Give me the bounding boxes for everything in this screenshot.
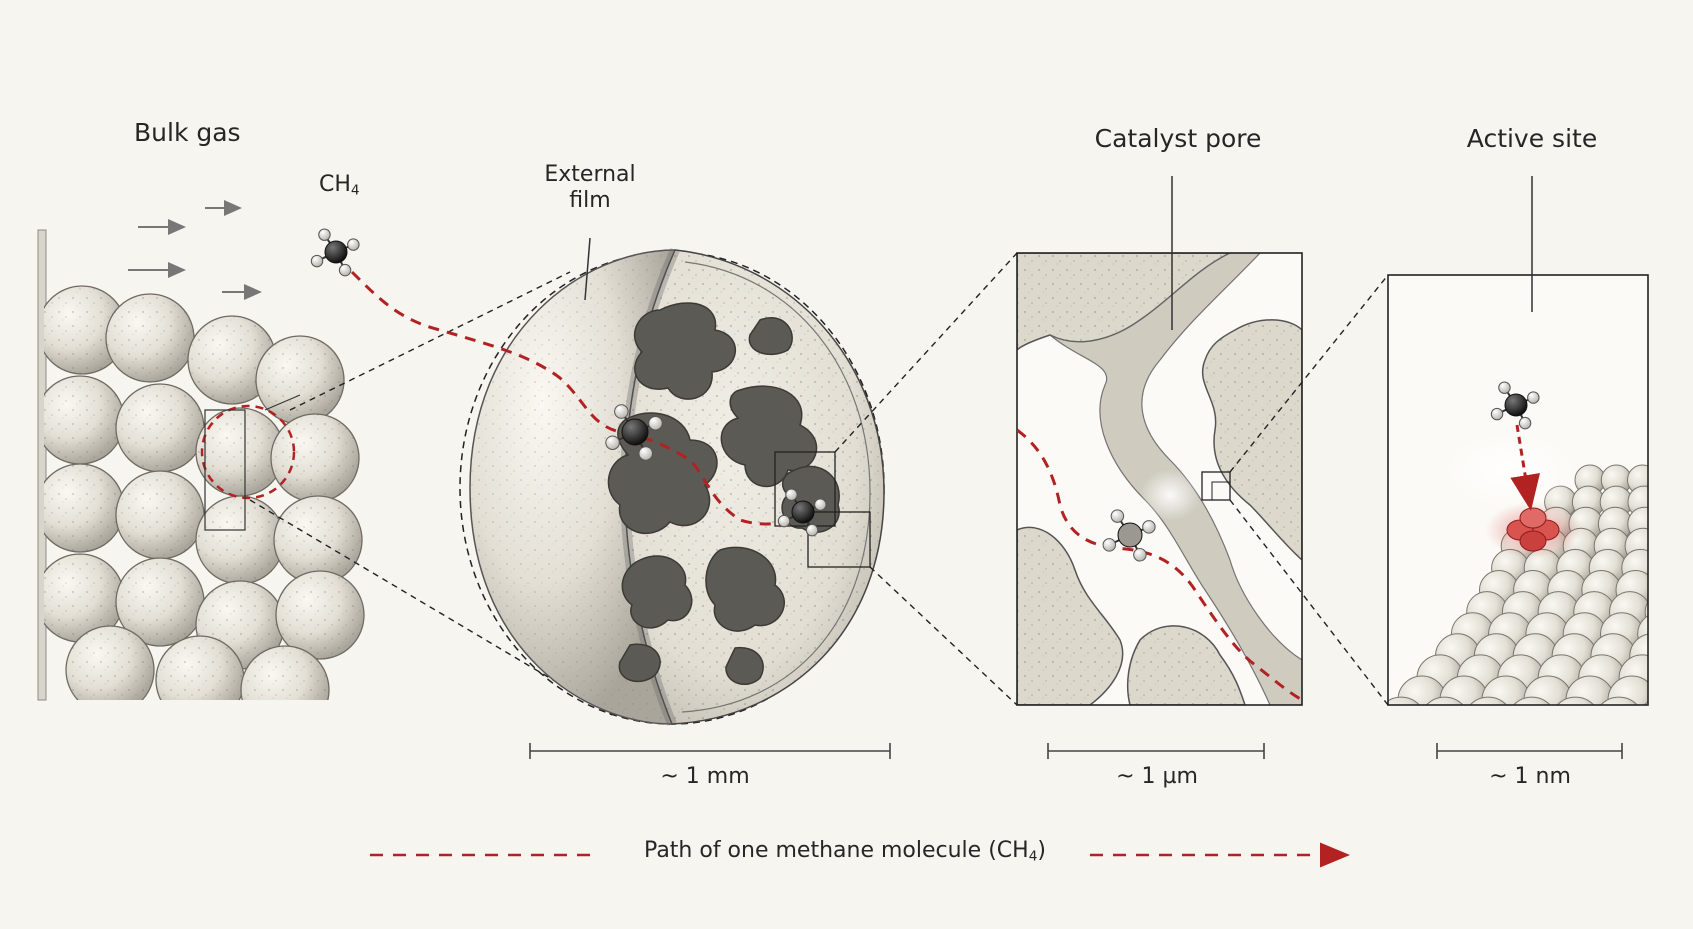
flow-arrows (128, 200, 262, 300)
methane-molecule-icon (1102, 509, 1156, 562)
legend-text-subscript: 4 (1028, 848, 1038, 865)
surface-atom (1600, 696, 1638, 705)
label-active-site: Active site (1466, 124, 1598, 153)
ch4-subscript: 4 (350, 182, 360, 199)
methane-path-site (1510, 424, 1540, 511)
catalyst-bed-spheres (44, 285, 365, 700)
surface-atom (1388, 696, 1421, 705)
surface-atom (1376, 739, 1429, 792)
surface-atom (1650, 676, 1693, 724)
surface-atom (1680, 465, 1693, 495)
surface-atom (1556, 696, 1595, 705)
methane-path-pore (1017, 428, 1302, 702)
surface-atom (1490, 718, 1542, 770)
surface-atom (1684, 486, 1693, 518)
label-ch4: CH4 (319, 172, 360, 199)
surface-atom (1687, 528, 1693, 563)
methane-molecules (310, 228, 1540, 562)
surface-atom (1329, 739, 1382, 792)
surface-atom (1580, 718, 1632, 770)
legend-text: Path of one methane molecule (CH4) (644, 838, 1046, 865)
methane-molecule-icon (310, 228, 360, 277)
surface-atom (1513, 696, 1551, 705)
pore-panel (1016, 252, 1303, 706)
surface-atom (1669, 634, 1693, 678)
zoom-lines-bed-to-pellet (249, 271, 613, 716)
legend-text-prefix: Path of one methane molecule (CH (644, 838, 1029, 863)
surface-atom (1650, 571, 1689, 610)
surface-atom (1675, 613, 1693, 656)
scale-label-mm: ~ 1 mm (660, 764, 750, 789)
external-film-line2: film (569, 188, 611, 214)
surface-atom (1445, 718, 1497, 770)
surface-atom (1610, 739, 1663, 792)
active-site-panel (1329, 274, 1693, 792)
surface-atom (1660, 655, 1693, 701)
packed-bed (37, 229, 365, 701)
surface-atom (1654, 549, 1691, 586)
legend-text-suffix: ) (1037, 838, 1046, 863)
methane-molecule-icon (777, 488, 827, 537)
active-site-cluster (1506, 507, 1560, 552)
pellet-zoom-box-outer (774, 451, 836, 527)
surface-atom (1654, 465, 1684, 495)
bed-zoom-box (204, 409, 246, 531)
surface-atom (1657, 507, 1691, 541)
catalyst-pellet (459, 247, 885, 726)
surface-atom (1399, 718, 1451, 770)
surface-atom (1681, 697, 1693, 747)
surface-atom (1644, 600, 1648, 624)
surface-atom (1625, 718, 1677, 770)
pellet-zoom-box-inner (807, 511, 871, 568)
surface-atom (1687, 507, 1693, 541)
ch4-text: CH (319, 172, 351, 197)
zoom-lines-pellet-to-pore (834, 252, 1018, 706)
label-leader-lines (584, 176, 1533, 330)
scale-bars (529, 743, 1623, 759)
methane-molecule-icon (1490, 381, 1540, 430)
scale-label-nm: ~ 1 nm (1489, 764, 1571, 789)
external-film-line1: External (544, 162, 636, 187)
label-external-film: External film (544, 162, 635, 215)
surface-atom (1670, 718, 1693, 770)
surface-atom (1656, 739, 1693, 792)
surface-atom (1469, 696, 1508, 705)
surface-atom (1656, 486, 1688, 518)
surface-atom (1563, 739, 1616, 792)
methane-path-pellet (350, 270, 809, 526)
surface-atoms (1329, 464, 1693, 792)
label-catalyst-pore: Catalyst pore (1094, 124, 1262, 153)
reactor-wall (37, 229, 47, 701)
zoom-lines-pore-to-site (1229, 274, 1389, 706)
surface-atom (1425, 696, 1464, 705)
methane-molecule-icon (605, 404, 663, 461)
surface-atom (1681, 592, 1693, 633)
surface-atom (1687, 549, 1693, 586)
site-panel-frame (1387, 274, 1649, 706)
selected-pellet-highlight (200, 404, 296, 500)
surface-atom (1535, 718, 1587, 770)
pore-panel-frame (1016, 252, 1303, 706)
label-bulk-gas: Bulk gas (134, 118, 241, 147)
surface-atom (1423, 739, 1476, 792)
surface-atom (1354, 718, 1406, 770)
surface-atom (1684, 571, 1693, 610)
surface-atom (1656, 528, 1691, 563)
scale-label-um: ~ 1 µm (1116, 764, 1198, 789)
